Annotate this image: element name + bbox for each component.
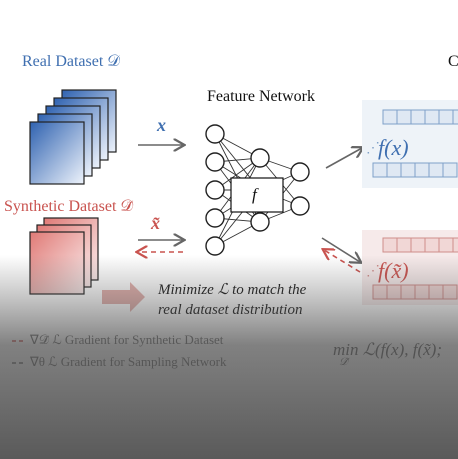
gradient-flow-arrow xyxy=(102,282,145,312)
synthetic-image-card xyxy=(29,231,85,295)
real-feature-vector-bottom xyxy=(372,162,458,178)
feature-network-title: Feature Network xyxy=(207,88,315,105)
caption-line-1: Minimize ℒ to match the xyxy=(158,282,307,298)
input-node xyxy=(205,124,225,144)
synthetic-feature-arrow xyxy=(321,237,360,262)
input-node xyxy=(205,208,225,228)
feature-function-label: f xyxy=(252,185,257,204)
synthetic-feature-vector-bottom xyxy=(372,284,458,300)
real-input-symbol: x xyxy=(157,115,166,135)
synthetic-feature-vector-top xyxy=(382,237,458,253)
minimize-caption: Minimize ℒ to match the real dataset dis… xyxy=(158,280,306,320)
input-node xyxy=(205,236,225,256)
caption-line-2: real dataset distribution xyxy=(158,302,303,318)
cut-off-text: C xyxy=(448,53,458,70)
real-feature-arrow xyxy=(325,148,362,169)
feature-gradient-arrow xyxy=(324,250,361,273)
legend-synthetic-gradient: ∇𝒟̃ ℒ Gradient for Synthetic Dataset xyxy=(30,332,224,347)
real-image-card xyxy=(29,121,85,185)
input-node xyxy=(205,180,225,200)
synthetic-feature-label: f(x̃) xyxy=(378,258,409,283)
objective-formula: min ℒ(f(x), f(x̃); 𝒟̃ xyxy=(333,340,442,369)
output-node xyxy=(290,196,310,216)
output-node xyxy=(290,162,310,182)
synthetic-input-symbol: x̃ xyxy=(151,213,160,233)
hidden-node xyxy=(250,212,270,232)
real-feature-label: f(x) xyxy=(378,135,409,160)
real-dataset-title: Real Dataset 𝒟 xyxy=(22,53,121,70)
objective-expression: min ℒ(f(x), f(x̃); xyxy=(333,340,442,359)
synthetic-dataset-title: Synthetic Dataset 𝒟̃ xyxy=(4,198,134,215)
synthetic-dataset-stack xyxy=(29,217,99,295)
hidden-node xyxy=(250,148,270,168)
feature-function-box xyxy=(230,177,284,213)
input-node xyxy=(205,152,225,172)
real-dataset-stack xyxy=(29,89,117,185)
real-feature-vector-top xyxy=(382,109,458,125)
legend-sampling-gradient: ∇θ ℒ Gradient for Sampling Network xyxy=(30,354,227,369)
